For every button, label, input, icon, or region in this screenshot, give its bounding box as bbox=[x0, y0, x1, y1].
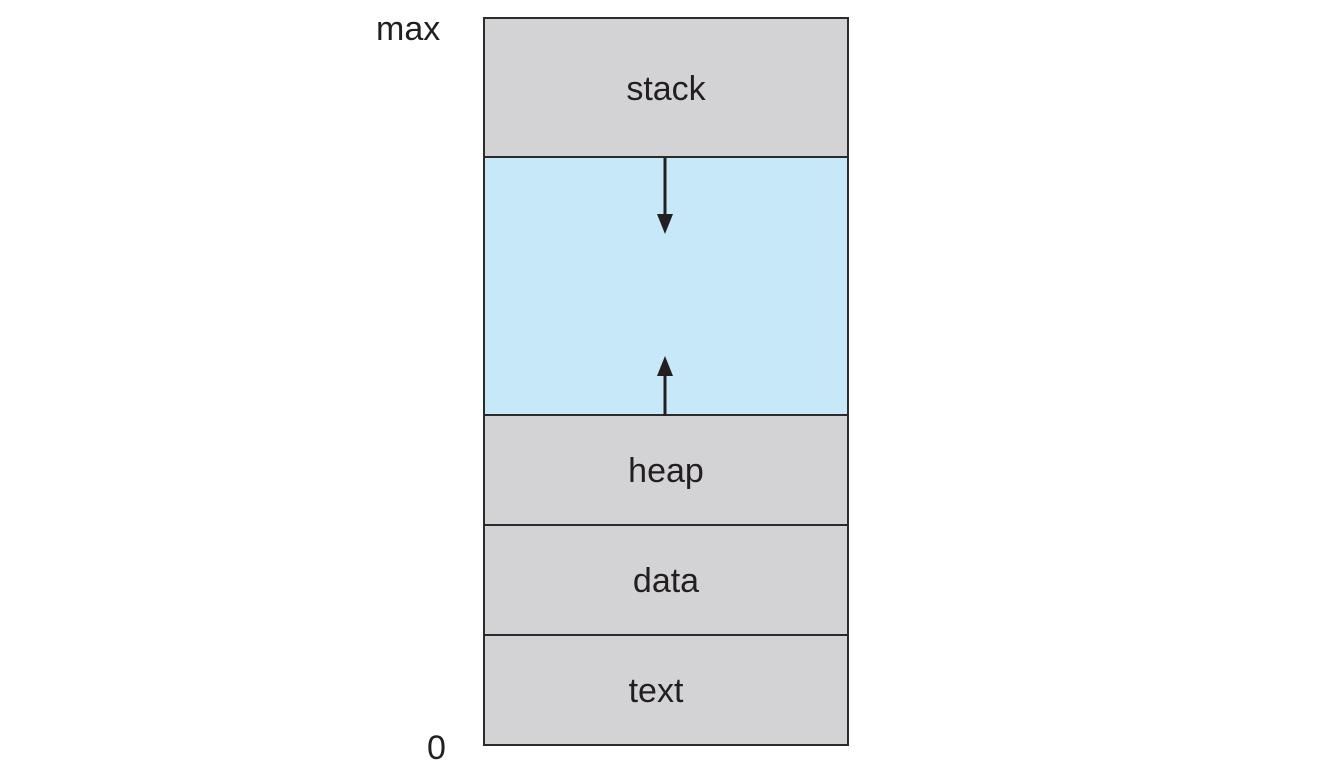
stack-segment-label: stack bbox=[626, 70, 706, 108]
stack-segment: stack bbox=[485, 19, 847, 158]
heap-segment-label: heap bbox=[628, 451, 704, 490]
text-segment-label: text bbox=[628, 671, 684, 710]
data-segment: data bbox=[485, 526, 847, 636]
address-zero-label: 0 bbox=[427, 729, 446, 767]
address-max-label: max bbox=[376, 10, 441, 48]
data-segment-label: data bbox=[632, 561, 700, 600]
heap-grows-up-arrow-icon bbox=[657, 356, 673, 416]
text-segment: text bbox=[485, 636, 847, 744]
free-space-segment bbox=[485, 158, 847, 416]
stack-grows-down-arrow-icon bbox=[657, 158, 673, 234]
process-memory-layout: stack heap data text bbox=[483, 17, 849, 746]
heap-segment: heap bbox=[485, 416, 847, 526]
